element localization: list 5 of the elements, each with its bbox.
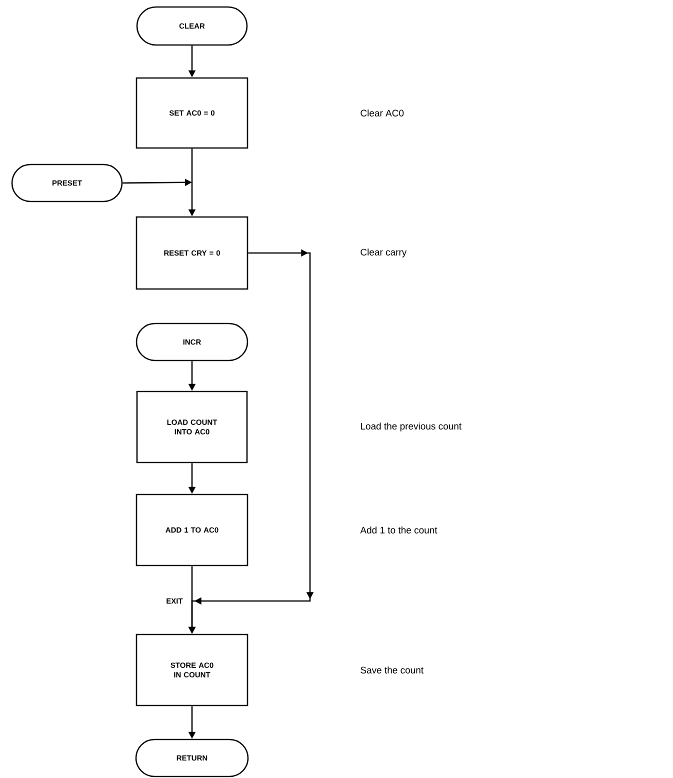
side-note: Clear carry [360, 248, 407, 258]
side-note: Save the count [360, 666, 424, 674]
side-note: Add 1 to the count [360, 526, 438, 534]
side-note: Load the previous count [360, 422, 462, 432]
side-note: Clear AC0 [360, 110, 404, 116]
